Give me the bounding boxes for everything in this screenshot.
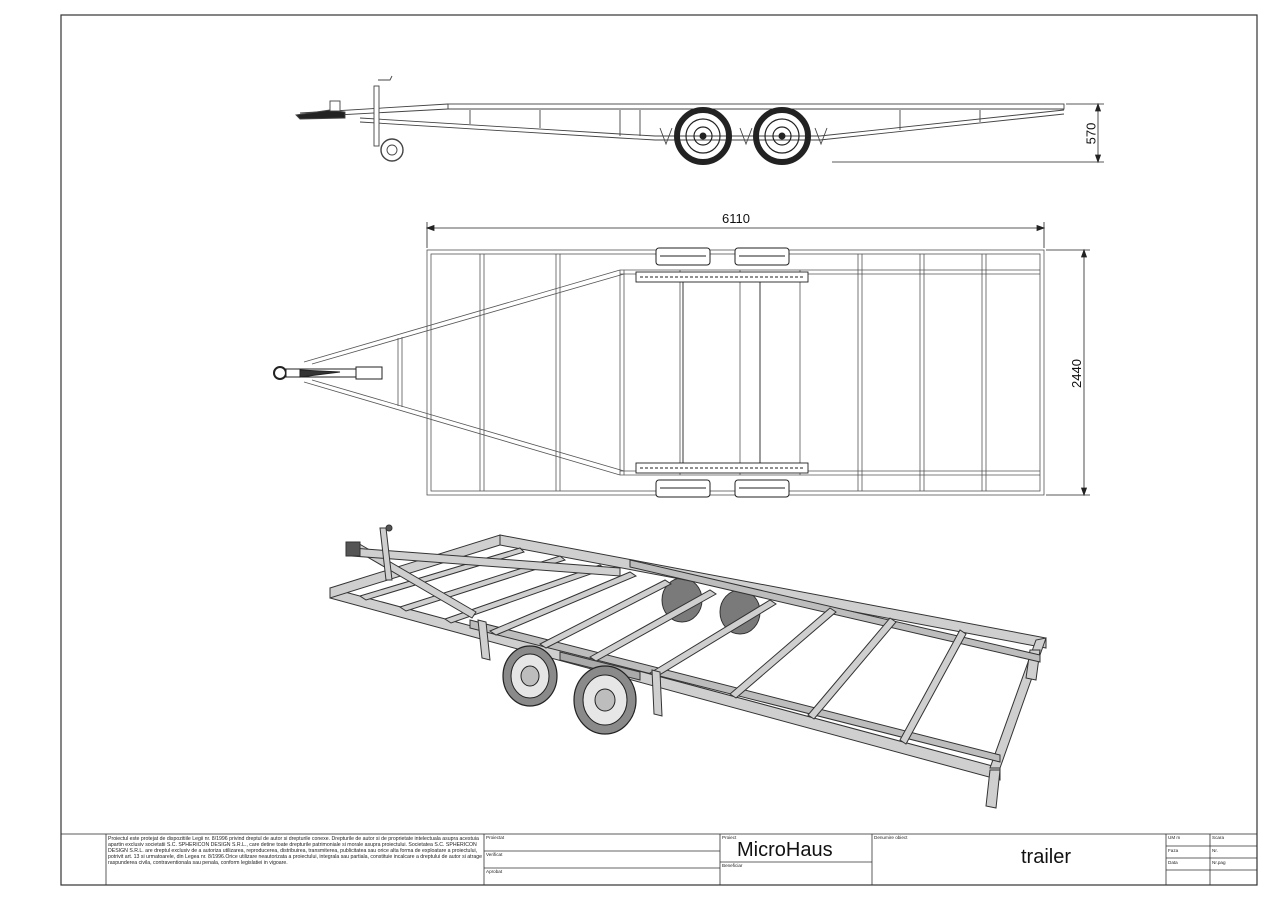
scara-label: Scara [1212,835,1225,840]
iso-view [329,524,1047,809]
copyright-notice: Proiectul este protejat de dispozitiile … [108,836,483,867]
length-dimension-label: 6110 [722,211,750,226]
top-view-axles [635,271,809,474]
side-view-wheel-rear [753,107,811,165]
nr-pag-label: Nr.pag [1212,860,1226,865]
side-view-wheel-front [674,107,732,165]
height-dimension-label: 570 [1083,122,1099,145]
object-name: trailer [1021,846,1072,868]
iso-rear-wheel [573,665,637,735]
length-dimension [425,222,1046,248]
side-view [295,75,1065,162]
nr-label: Nr. [1212,848,1218,853]
width-dimension [1046,248,1090,497]
beneficiar-label: Beneficiar [722,863,743,868]
verificat-label: Verificat [486,852,503,857]
top-view-wheels [655,247,790,498]
sheet-border [60,14,1258,886]
iso-front-wheel [502,645,558,707]
denumire-obiect-label: Denumire obiect [874,835,908,840]
proiectat-label: Proiectat [486,835,505,840]
top-view-coupler [273,366,383,380]
width-dimension-label: 2440 [1068,359,1084,388]
proiect-label: Proiect [722,835,737,840]
height-dimension [832,102,1104,164]
top-view [303,249,1045,496]
title-block [60,833,1258,886]
aprobat-label: Aprobat [486,869,503,874]
faza-label: Faza [1168,848,1179,853]
project-name: MicroHaus [737,839,833,861]
um-label: UM m [1168,835,1181,840]
data-label: Data [1168,860,1178,865]
